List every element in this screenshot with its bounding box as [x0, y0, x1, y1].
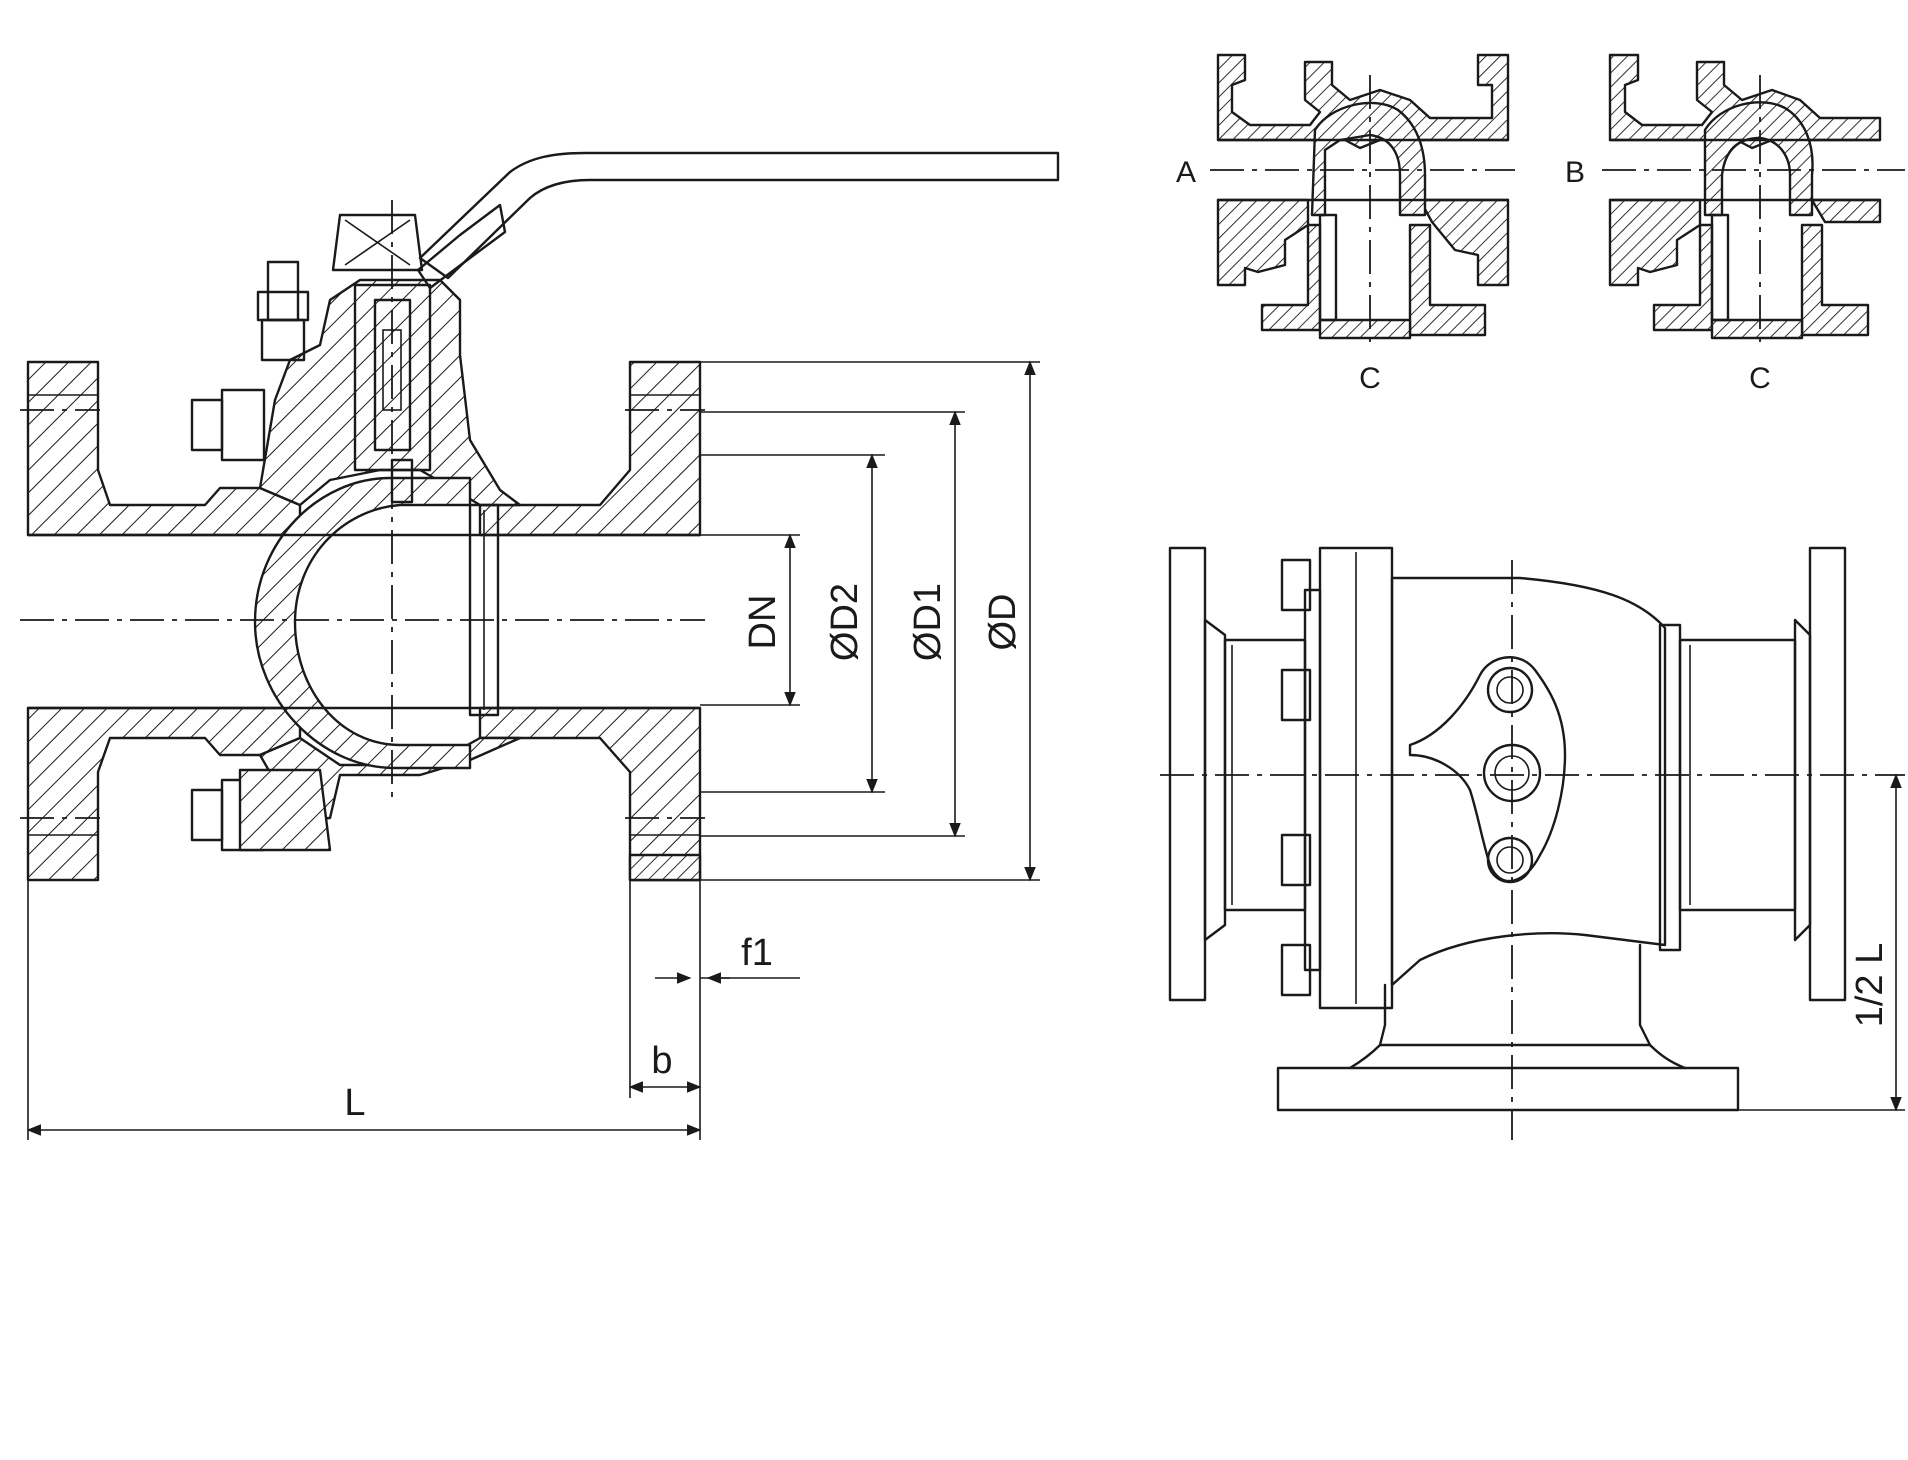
section-view: [20, 151, 1060, 882]
label-b: b: [651, 1040, 672, 1082]
label-port-b: B: [1565, 156, 1585, 189]
port-a-detail: A C: [1176, 53, 1515, 395]
port-a-ball: [1310, 101, 1427, 217]
dimensions: DN ØD2 ØD1 ØD f1 b L: [26, 360, 1040, 1140]
label-d1: ØD1: [907, 583, 949, 661]
elev-bottom-bolt: [1486, 836, 1534, 884]
elev-top-bolt: [1486, 666, 1534, 714]
ball: [253, 476, 472, 770]
label-half-l: 1/2 L: [1849, 943, 1891, 1028]
label-d2: ØD2: [824, 583, 866, 661]
handle-grip: [416, 203, 507, 290]
elevation-view: 1/2 L: [1160, 546, 1905, 1140]
handle-lever: [418, 151, 1060, 280]
label-port-a: A: [1176, 156, 1196, 189]
label-port-c1: C: [1359, 362, 1381, 395]
elev-right-flange: [1808, 546, 1847, 1002]
left-flange: [26, 360, 302, 537]
elev-main-body: [1390, 576, 1667, 987]
bolt-left-upper: [190, 388, 266, 462]
elev-operator-boss: [1408, 656, 1567, 883]
bolt-top-left: [256, 260, 310, 362]
stem-top-square: [331, 213, 424, 272]
port-b-detail: B C: [1565, 53, 1905, 395]
label-d: ØD: [982, 594, 1024, 651]
label-l: L: [344, 1082, 365, 1124]
elev-bolts: [1280, 558, 1312, 997]
elev-left-flange: [1168, 546, 1207, 1002]
right-flange: [478, 360, 702, 537]
elev-bottom-flange: [1276, 1066, 1740, 1112]
label-f1: f1: [741, 932, 773, 974]
port-b-ball: [1703, 101, 1814, 217]
label-port-c2: C: [1749, 362, 1771, 395]
seat-ring: [468, 503, 500, 717]
label-dn: DN: [742, 595, 784, 650]
